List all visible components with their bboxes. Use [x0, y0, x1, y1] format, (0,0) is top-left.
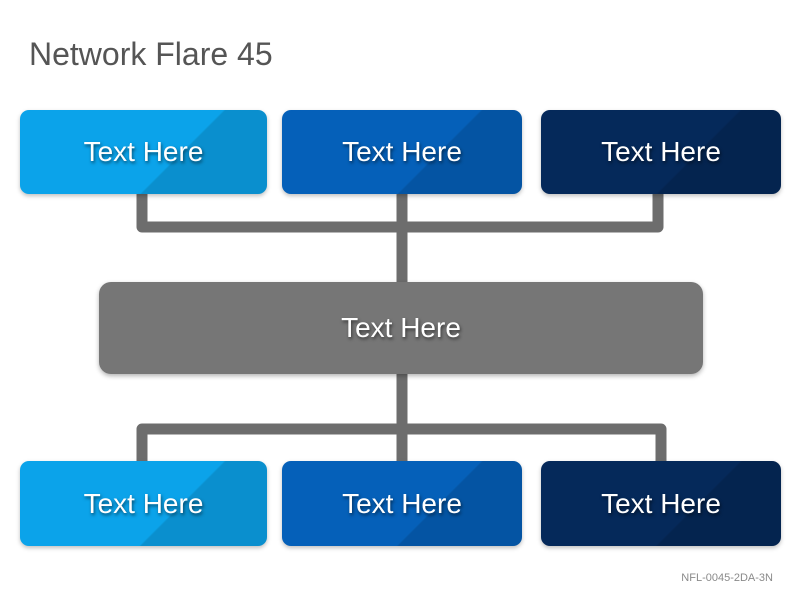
- bottom-box-3-label: Text Here: [601, 487, 721, 519]
- top-box-2-label: Text Here: [342, 136, 462, 167]
- center-box-label: Text Here: [341, 312, 461, 343]
- bottom-box-3: Text Here: [541, 461, 781, 546]
- bottom-box-1-label: Text Here: [83, 487, 204, 519]
- top-box-1: Text Here: [20, 110, 267, 194]
- top-box-1-label: Text Here: [83, 136, 204, 167]
- top-box-3: Text Here: [541, 110, 781, 194]
- product-code: NFL-0045-2DA-3N: [681, 572, 773, 584]
- bottom-connector-bracket: [136, 423, 667, 462]
- center-box: Text Here: [99, 282, 703, 374]
- top-box-3-label: Text Here: [601, 136, 721, 167]
- top-box-2: Text Here: [282, 110, 522, 194]
- slide-title: Network Flare 45: [29, 36, 273, 72]
- bottom-box-1: Text Here: [20, 461, 267, 546]
- bottom-box-2-label: Text Here: [342, 487, 462, 519]
- bottom-box-2: Text Here: [282, 461, 522, 546]
